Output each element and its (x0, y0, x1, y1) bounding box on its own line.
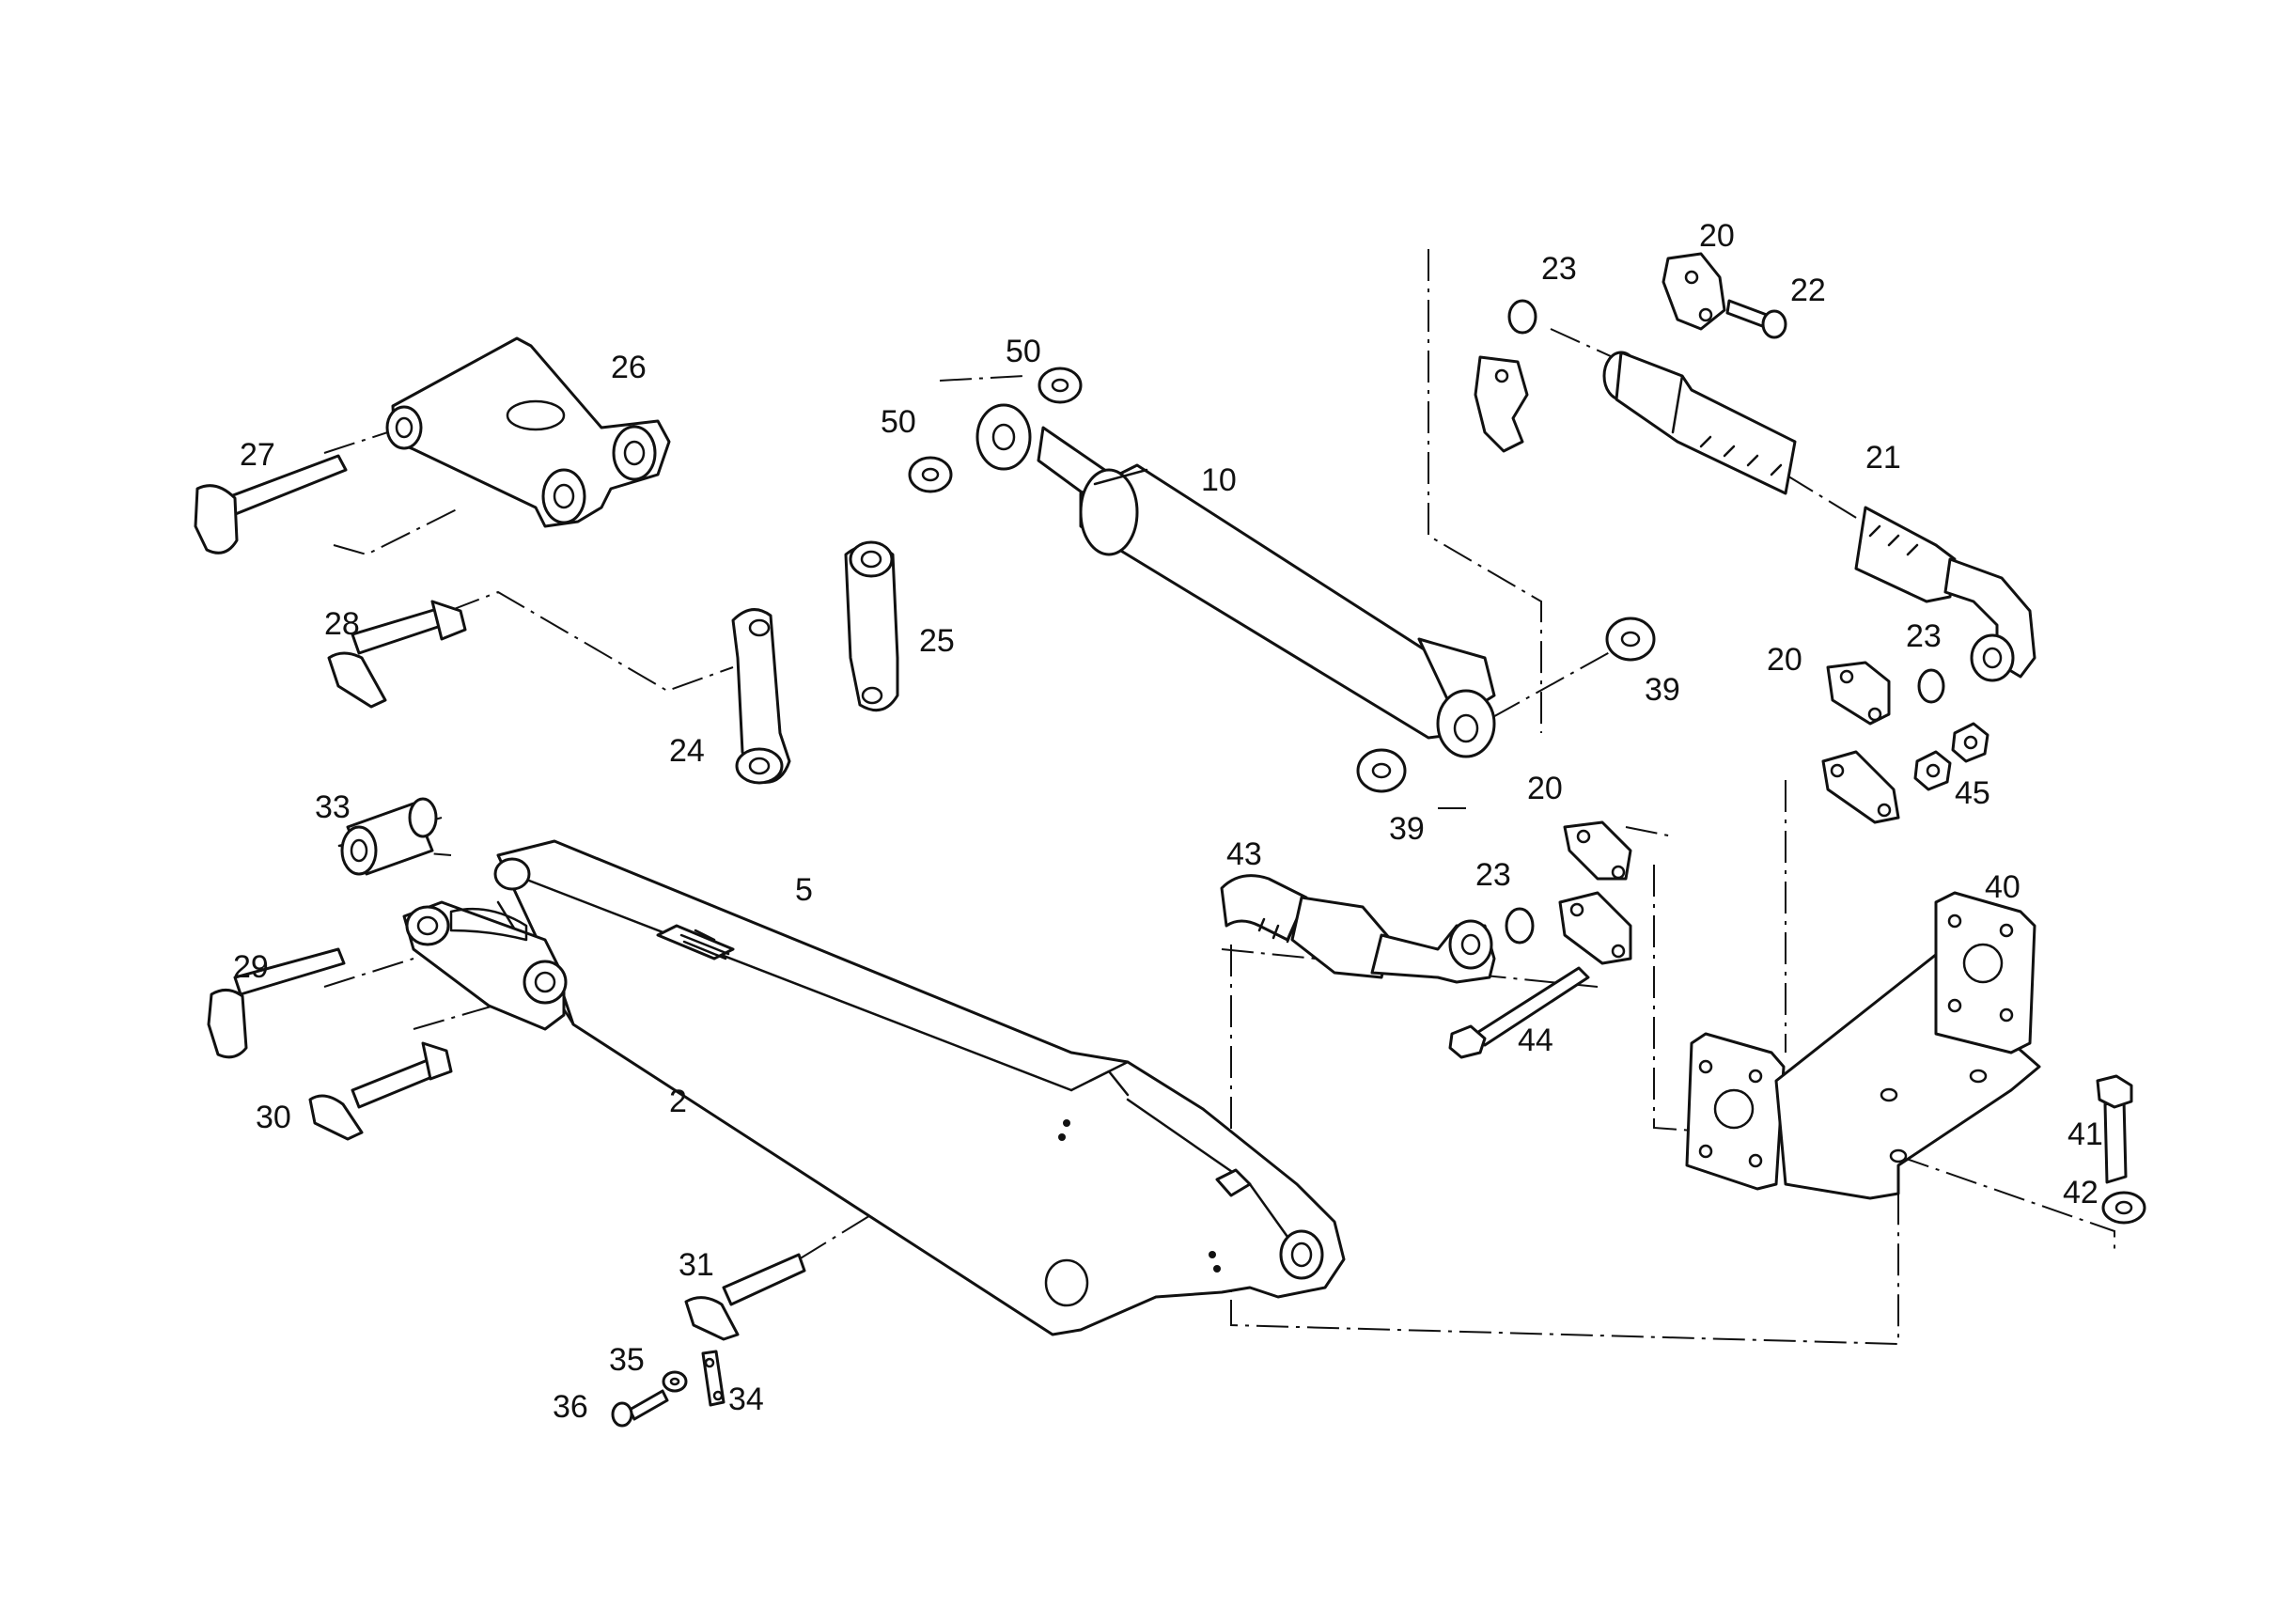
part-44-bolt (1448, 966, 1590, 1059)
part-45-nut-a (1913, 750, 1952, 791)
callout-36: 36 (553, 1389, 588, 1425)
callout-30: 30 (256, 1100, 291, 1135)
part-20-clamp-half-lower-bottom (1558, 891, 1632, 965)
part-24-link (731, 608, 791, 785)
part-50-washer-a (1038, 367, 1083, 404)
callout-34: 34 (728, 1382, 764, 1417)
part-36-bolt (611, 1389, 669, 1428)
part-27-pin (194, 454, 348, 554)
part-20-clamp-half-top (1662, 252, 1726, 331)
callout-45: 45 (1955, 775, 1990, 811)
part-29-pin (207, 947, 346, 1059)
callout-2: 2 (669, 1084, 687, 1119)
part-39-washer-a (1605, 617, 1656, 662)
part-41-bolt (2096, 1074, 2133, 1184)
callout-42: 42 (2063, 1175, 2099, 1210)
part-39-washer-b (1356, 748, 1407, 793)
part-43-hose-lower (1220, 874, 1496, 984)
part-20-clamp-half-lower-top (1563, 820, 1632, 881)
part-26-link-bracket (385, 336, 671, 528)
callout-33: 33 (315, 789, 351, 825)
part-20-clamp-half-mid-top (1826, 661, 1891, 726)
callout-5: 5 (795, 872, 813, 908)
part-30-pin (308, 1041, 453, 1141)
part-28-pin (327, 600, 467, 709)
part-2-boom-arm (402, 839, 1346, 1336)
part-25-link (844, 540, 899, 712)
part-34-tab (701, 1350, 726, 1407)
callout-44: 44 (1518, 1023, 1553, 1058)
callout-23-lower: 23 (1475, 857, 1511, 893)
callout-25: 25 (919, 623, 955, 659)
callout-43: 43 (1226, 836, 1262, 872)
callout-22: 22 (1790, 273, 1826, 308)
callout-31: 31 (679, 1247, 714, 1283)
callout-labels: 2 5 10 20 20 20 20 21 22 23 23 23 23 24 … (233, 218, 2103, 1425)
part-42-washer (2101, 1191, 2146, 1225)
callout-23-top: 23 (1541, 251, 1577, 287)
callout-29: 29 (233, 949, 269, 985)
callout-10: 10 (1201, 462, 1237, 498)
part-50-washer-b (908, 456, 953, 493)
part-31-pin (684, 1253, 806, 1341)
part-40-mounting-bracket (1685, 891, 2041, 1200)
callout-21: 21 (1865, 440, 1901, 476)
callout-41: 41 (2067, 1116, 2103, 1152)
callout-28: 28 (324, 606, 360, 642)
part-5-plate (656, 924, 735, 960)
part-20-clamp-half-top-left (1474, 355, 1529, 453)
callout-35: 35 (609, 1342, 645, 1378)
part-23-o-ring-mid (1917, 668, 1945, 704)
callout-40: 40 (1985, 869, 2021, 905)
callout-39-right: 39 (1645, 672, 1680, 708)
callout-27: 27 (240, 437, 275, 473)
callout-20-top: 20 (1699, 218, 1735, 254)
callout-50-top: 50 (1006, 334, 1041, 369)
callout-39-left: 39 (1389, 811, 1425, 847)
part-20-clamp-half-mid-bottom (1821, 750, 1900, 824)
part-21-hose-top (1602, 351, 2036, 682)
part-23-o-ring-lower (1505, 907, 1535, 945)
callout-26: 26 (611, 350, 647, 385)
callout-50-left: 50 (881, 404, 916, 440)
callout-20-lower: 20 (1527, 771, 1563, 806)
part-23-o-ring-top (1507, 299, 1537, 335)
part-35-washer (662, 1370, 688, 1393)
part-22-bolt (1725, 299, 1787, 339)
callout-20-mid: 20 (1767, 642, 1802, 678)
part-33-bushing (340, 797, 438, 876)
callout-24: 24 (669, 733, 705, 769)
callout-23-mid: 23 (1906, 618, 1942, 654)
part-10-hydraulic-cylinder (975, 403, 1496, 758)
part-45-nut-b (1951, 722, 1989, 763)
